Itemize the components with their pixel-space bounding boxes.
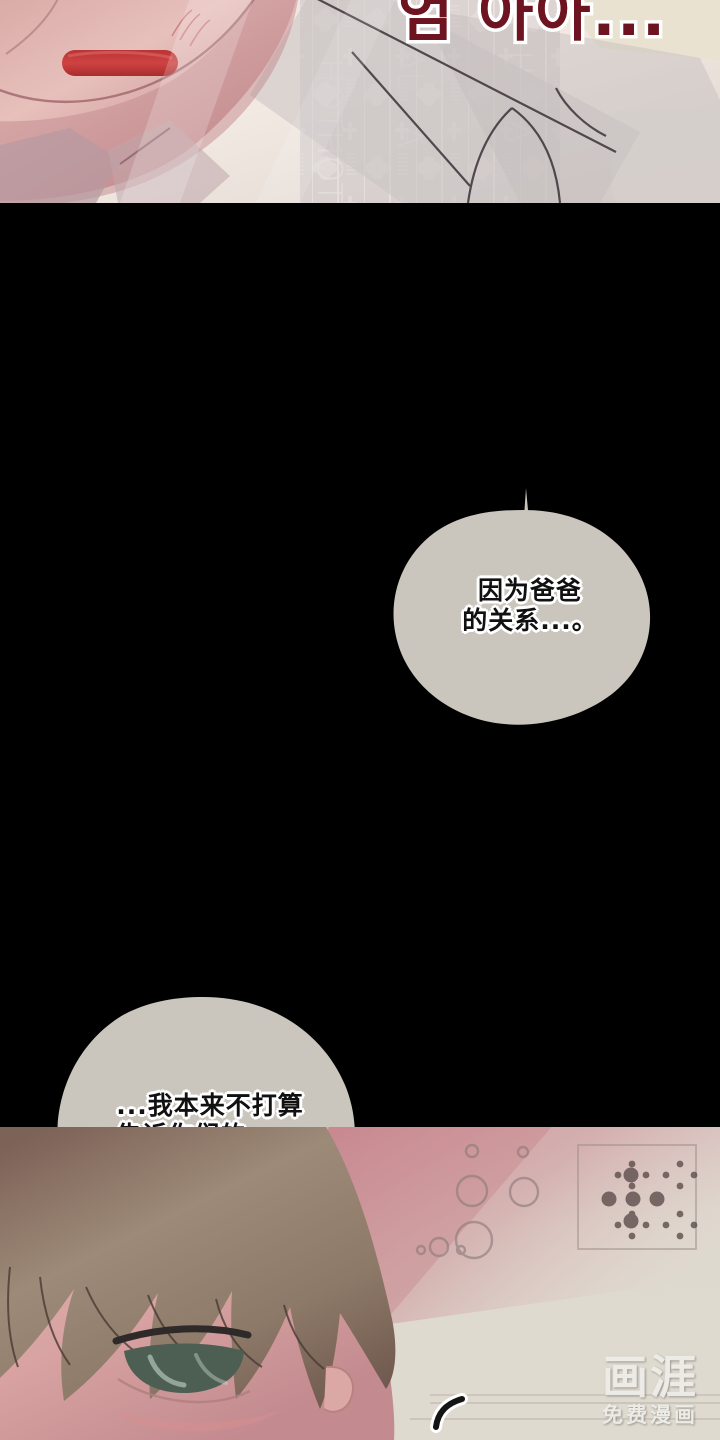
comic-panel-bottom: 画涯 免费漫画 (0, 1127, 720, 1440)
speech-bubble-2-text: ...我本来不打算 告诉你们的...。 (116, 1091, 304, 1127)
speech-bubble-1 (390, 488, 658, 732)
comic-panel-black: 因为爸爸 的关系...。 ...我本来不打算 告诉你们的...。 (0, 203, 720, 1127)
speech-bubble-1-shape (393, 488, 651, 725)
sfx-text-outline: 엄 아아... (395, 0, 669, 54)
speech-bubble-1-text: 因为爸爸 的关系...。 (462, 576, 598, 635)
comic-panel-top: HOT AL HOT A H A (0, 0, 720, 203)
speech-bubble-2-shape (57, 997, 355, 1127)
panel-bottom-artwork (0, 1127, 720, 1440)
sfx-text: 엄 아아... (398, 0, 667, 50)
speech-bubble-2 (55, 993, 365, 1127)
panel-top-artwork: HOT AL HOT A H A (0, 0, 720, 203)
